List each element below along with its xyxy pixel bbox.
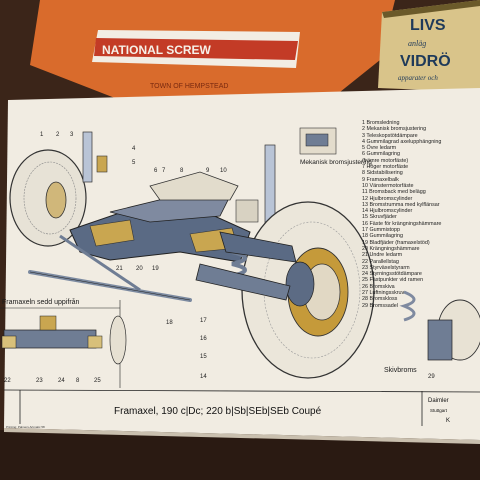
yellow-sign-line4: apparater och xyxy=(398,74,438,82)
callout-22: 22 xyxy=(4,378,11,384)
legend-item: 6 Gummilagring xyxy=(362,151,401,158)
legend-item: 11 Bromsback med belägg xyxy=(362,189,426,196)
callout-19: 19 xyxy=(152,266,159,272)
legend-item: 2 Mekanisk bromsjustering xyxy=(362,126,427,133)
poster-title: Framaxel, 190 c|Dc; 220 b|Sb|SEb|SEb Cou… xyxy=(114,406,322,417)
legend-item: 26 Bromskiva xyxy=(362,283,395,290)
legend-item: 15 Skruvfjäder xyxy=(362,214,397,221)
legend-item: 28 Bromskloss xyxy=(362,296,398,303)
yellow-sign: LIVS anläg VIDRÖ apparater och xyxy=(378,0,480,92)
legend-item: 10 Vänstermotorfäste xyxy=(362,182,414,189)
legend-item: 16 Fäste för krängningshämmare xyxy=(362,220,442,227)
callouts: 1 2 3 4 5 6 7 8 9 10 21 20 19 18 17 16 1… xyxy=(4,132,435,384)
legend-item: 3 Teleskopstötdämpare xyxy=(362,132,418,139)
top-view-inset xyxy=(0,300,127,388)
left-wheel xyxy=(9,149,87,247)
disc-brake-inset xyxy=(399,290,480,361)
yellow-sign-line3: VIDRÖ xyxy=(400,51,451,70)
yellow-sign-line1: LIVS xyxy=(410,17,446,34)
callout-4: 4 xyxy=(132,146,136,152)
legend-item: 17 Gummistopp xyxy=(362,227,401,234)
callout-7: 7 xyxy=(162,168,166,174)
publisher-name: Daimler xyxy=(428,398,449,404)
callout-3: 3 xyxy=(70,132,74,138)
callout-6: 6 xyxy=(154,168,158,174)
legend-item: 20 Krängningshämmare xyxy=(362,245,420,252)
legend-item: 25 Fästpunkter vid ramen xyxy=(362,277,424,284)
publisher-short: K xyxy=(446,418,450,424)
legend-item: 7 Höger motorfäste xyxy=(362,164,409,171)
legend-item: 24 Styrningsstötdämpare xyxy=(362,271,422,278)
inset-top-label: Mekanisk bromsjustering xyxy=(300,159,372,166)
callout-16: 16 xyxy=(200,336,207,342)
callout-8b: 8 xyxy=(76,378,80,384)
legend-item: 18 Gummilagring xyxy=(362,233,404,240)
legend-item: 8 Sidstabilisering xyxy=(362,170,403,177)
callout-23: 23 xyxy=(36,378,43,384)
legend-item: 27 Luftningsskruv xyxy=(362,290,405,297)
callout-14: 14 xyxy=(200,374,207,380)
legend-item: (främre motorfäste) xyxy=(362,157,409,164)
callout-2: 2 xyxy=(56,132,60,138)
disc-brake-label: Skivbroms xyxy=(384,367,417,374)
footer-note: Printing: Palmers Artmatic 58 xyxy=(6,425,45,429)
coil-spring xyxy=(195,199,297,301)
callout-9: 9 xyxy=(206,168,210,174)
callout-18: 18 xyxy=(166,320,173,326)
orange-sign-text: NATIONAL SCREW xyxy=(102,43,212,57)
inset-left-label: Framaxeln sedd uppifrån xyxy=(2,298,80,306)
callout-24: 24 xyxy=(58,378,65,384)
orange-sign: NATIONAL SCREW TOWN OF HEMPSTEAD xyxy=(30,0,395,100)
axle-frame xyxy=(28,171,251,302)
callout-15: 15 xyxy=(200,354,207,360)
callout-5: 5 xyxy=(132,160,136,166)
legend-item: 14 Hjulbromscylinder xyxy=(362,208,413,215)
legend-item: 22 Parallellstag xyxy=(362,258,399,265)
legend-item: 19 Bladfjäder (framaxelstöd) xyxy=(362,239,430,246)
orange-sign-subtext: TOWN OF HEMPSTEAD xyxy=(150,83,228,90)
yellow-sign-line2: anläg xyxy=(408,39,426,48)
legend-item: 1 Bromsledning xyxy=(362,120,400,126)
callout-20: 20 xyxy=(136,266,143,272)
legend-item: 23 Styrväxelstyrarm xyxy=(362,264,410,271)
callout-25: 25 xyxy=(94,378,101,384)
callout-17: 17 xyxy=(200,318,207,324)
legend-item: 4 Gummilagrad axelupphängning xyxy=(362,138,442,145)
legend-item: 12 Hjulbromscylinder xyxy=(362,195,413,202)
callout-10: 10 xyxy=(220,168,227,174)
publisher-city: Stuttgart xyxy=(430,408,448,413)
legend-item: 5 Övre ledarm xyxy=(362,145,397,152)
callout-21: 21 xyxy=(116,266,123,272)
callout-8: 8 xyxy=(180,168,184,174)
legend-item: 21 Undre ledarm xyxy=(362,252,403,259)
legend-item: 9 Framaxelbalk xyxy=(362,176,399,183)
legend-item: 29 Bromssadel xyxy=(362,302,398,309)
callout-1: 1 xyxy=(40,132,44,138)
legend-item: 13 Bromstrumma med kylflänsar xyxy=(362,201,440,208)
callout-29: 29 xyxy=(428,374,435,380)
brake-adjuster-inset xyxy=(299,127,337,155)
